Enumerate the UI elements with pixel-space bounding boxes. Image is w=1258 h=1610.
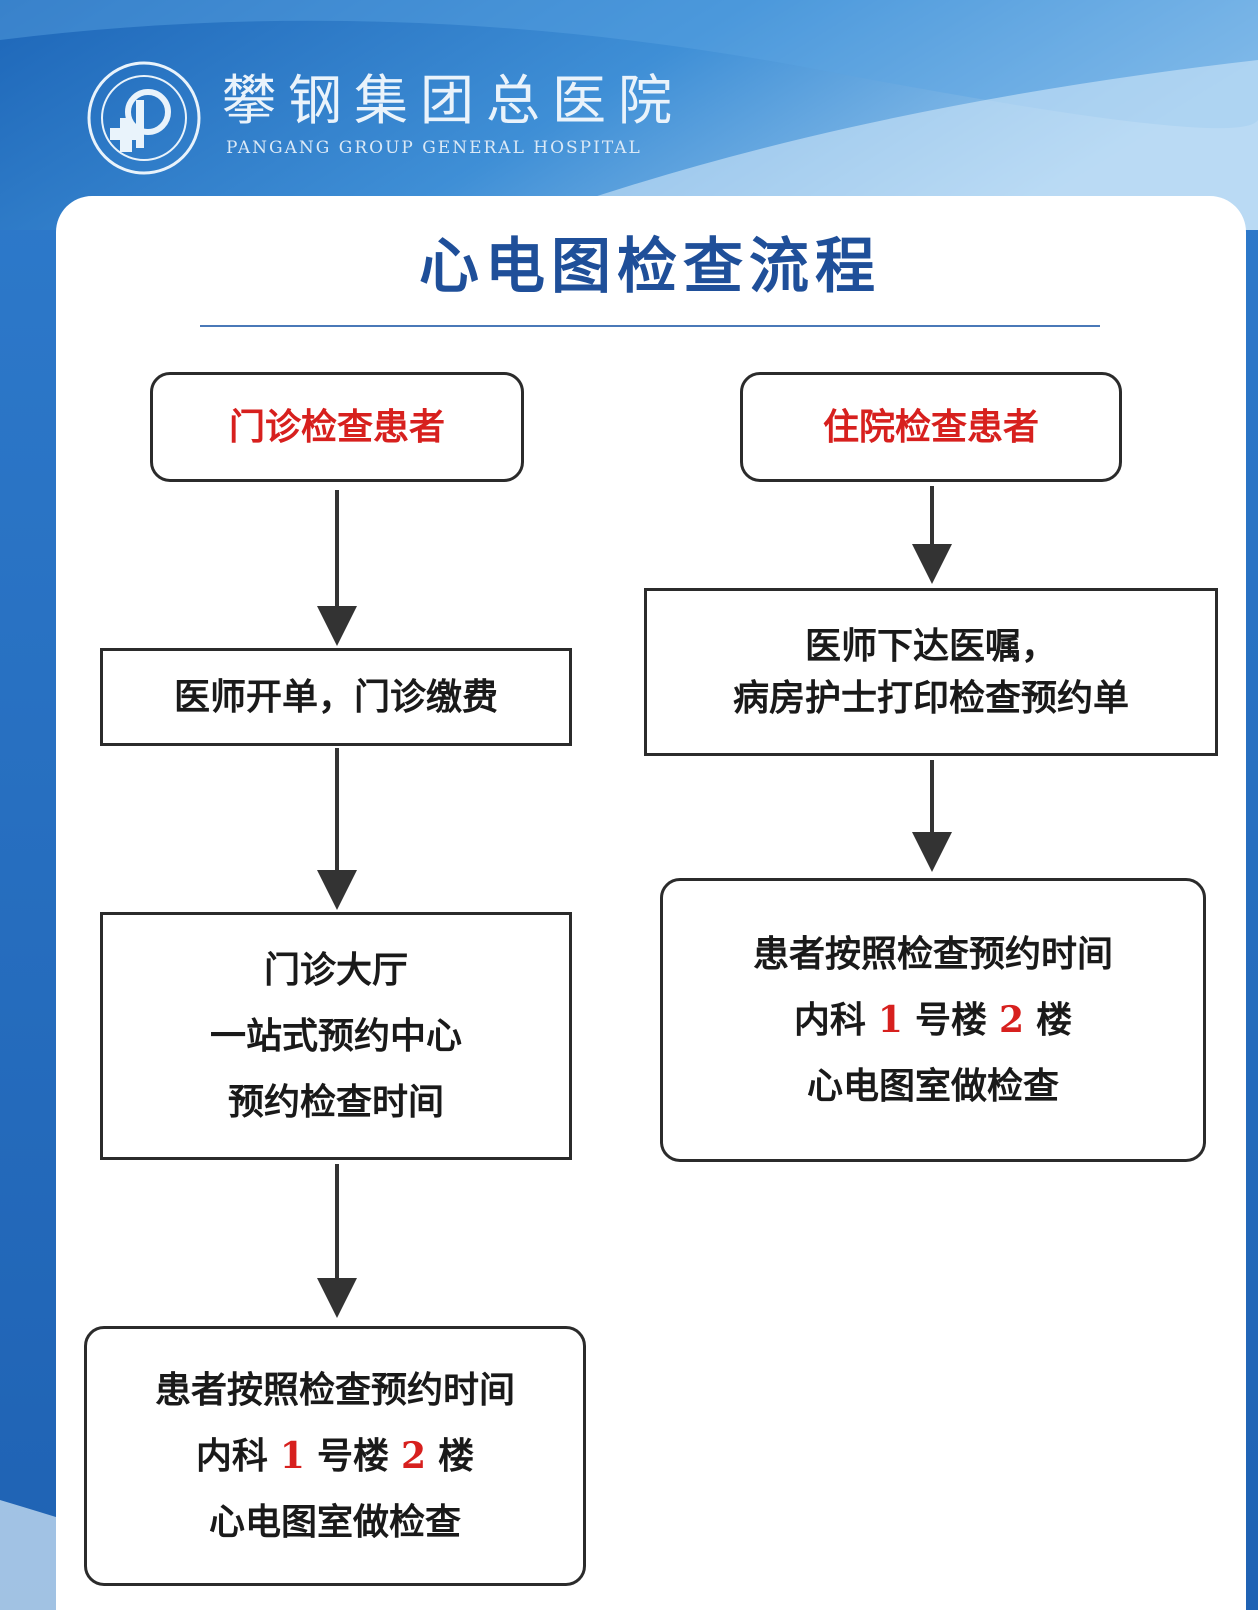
outpatient-step2-line2: 一站式预约中心 — [209, 1015, 462, 1057]
inpatient-step-order-print: 医师下达医嘱， 病房护士打印检查预约单 — [644, 588, 1218, 756]
outpatient-step2-line3: 预约检查时间 — [227, 1081, 444, 1123]
inpatient-step1-line1: 医师下达医嘱， — [804, 625, 1057, 667]
floor-number: 2 — [401, 1435, 427, 1477]
floor-text: 楼 — [438, 1435, 475, 1477]
hospital-name: 攀钢集团总医院 — [222, 69, 684, 132]
hospital-name-english: PANGANG GROUP GENERAL HOSPITAL — [226, 138, 642, 158]
outpatient-step-prescribe-pay: 医师开单，门诊缴费 — [100, 648, 572, 746]
outpatient-step1-label: 医师开单，门诊缴费 — [173, 676, 498, 718]
floor-number: 2 — [999, 999, 1025, 1041]
page-title: 心电图检查流程 — [419, 232, 881, 302]
outpatient-step2-line1: 门诊大厅 — [263, 949, 408, 991]
department-text: 内科 — [793, 999, 866, 1041]
inpatient-end-line1: 患者按照检查预约时间 — [752, 933, 1113, 975]
building-number: 1 — [877, 999, 903, 1041]
building-number: 1 — [279, 1435, 305, 1477]
building-text: 号楼 — [316, 1435, 389, 1477]
outpatient-end-line1: 患者按照检查预约时间 — [154, 1369, 515, 1411]
outpatient-start-label: 门诊检查患者 — [228, 406, 445, 448]
department-text: 内科 — [195, 1435, 268, 1477]
outpatient-step-booking-center: 门诊大厅 一站式预约中心 预约检查时间 — [100, 912, 572, 1160]
inpatient-step1-line2: 病房护士打印检查预约单 — [732, 677, 1129, 719]
building-text: 号楼 — [914, 999, 987, 1041]
outpatient-start-box: 门诊检查患者 — [150, 372, 524, 482]
inpatient-start-label: 住院检查患者 — [822, 406, 1039, 448]
floor-text: 楼 — [1036, 999, 1073, 1041]
title-divider — [200, 325, 1100, 327]
outpatient-end-line3: 心电图室做检查 — [208, 1501, 461, 1543]
inpatient-end-line3: 心电图室做检查 — [806, 1065, 1059, 1107]
inpatient-start-box: 住院检查患者 — [740, 372, 1122, 482]
hospital-logo — [87, 61, 201, 175]
